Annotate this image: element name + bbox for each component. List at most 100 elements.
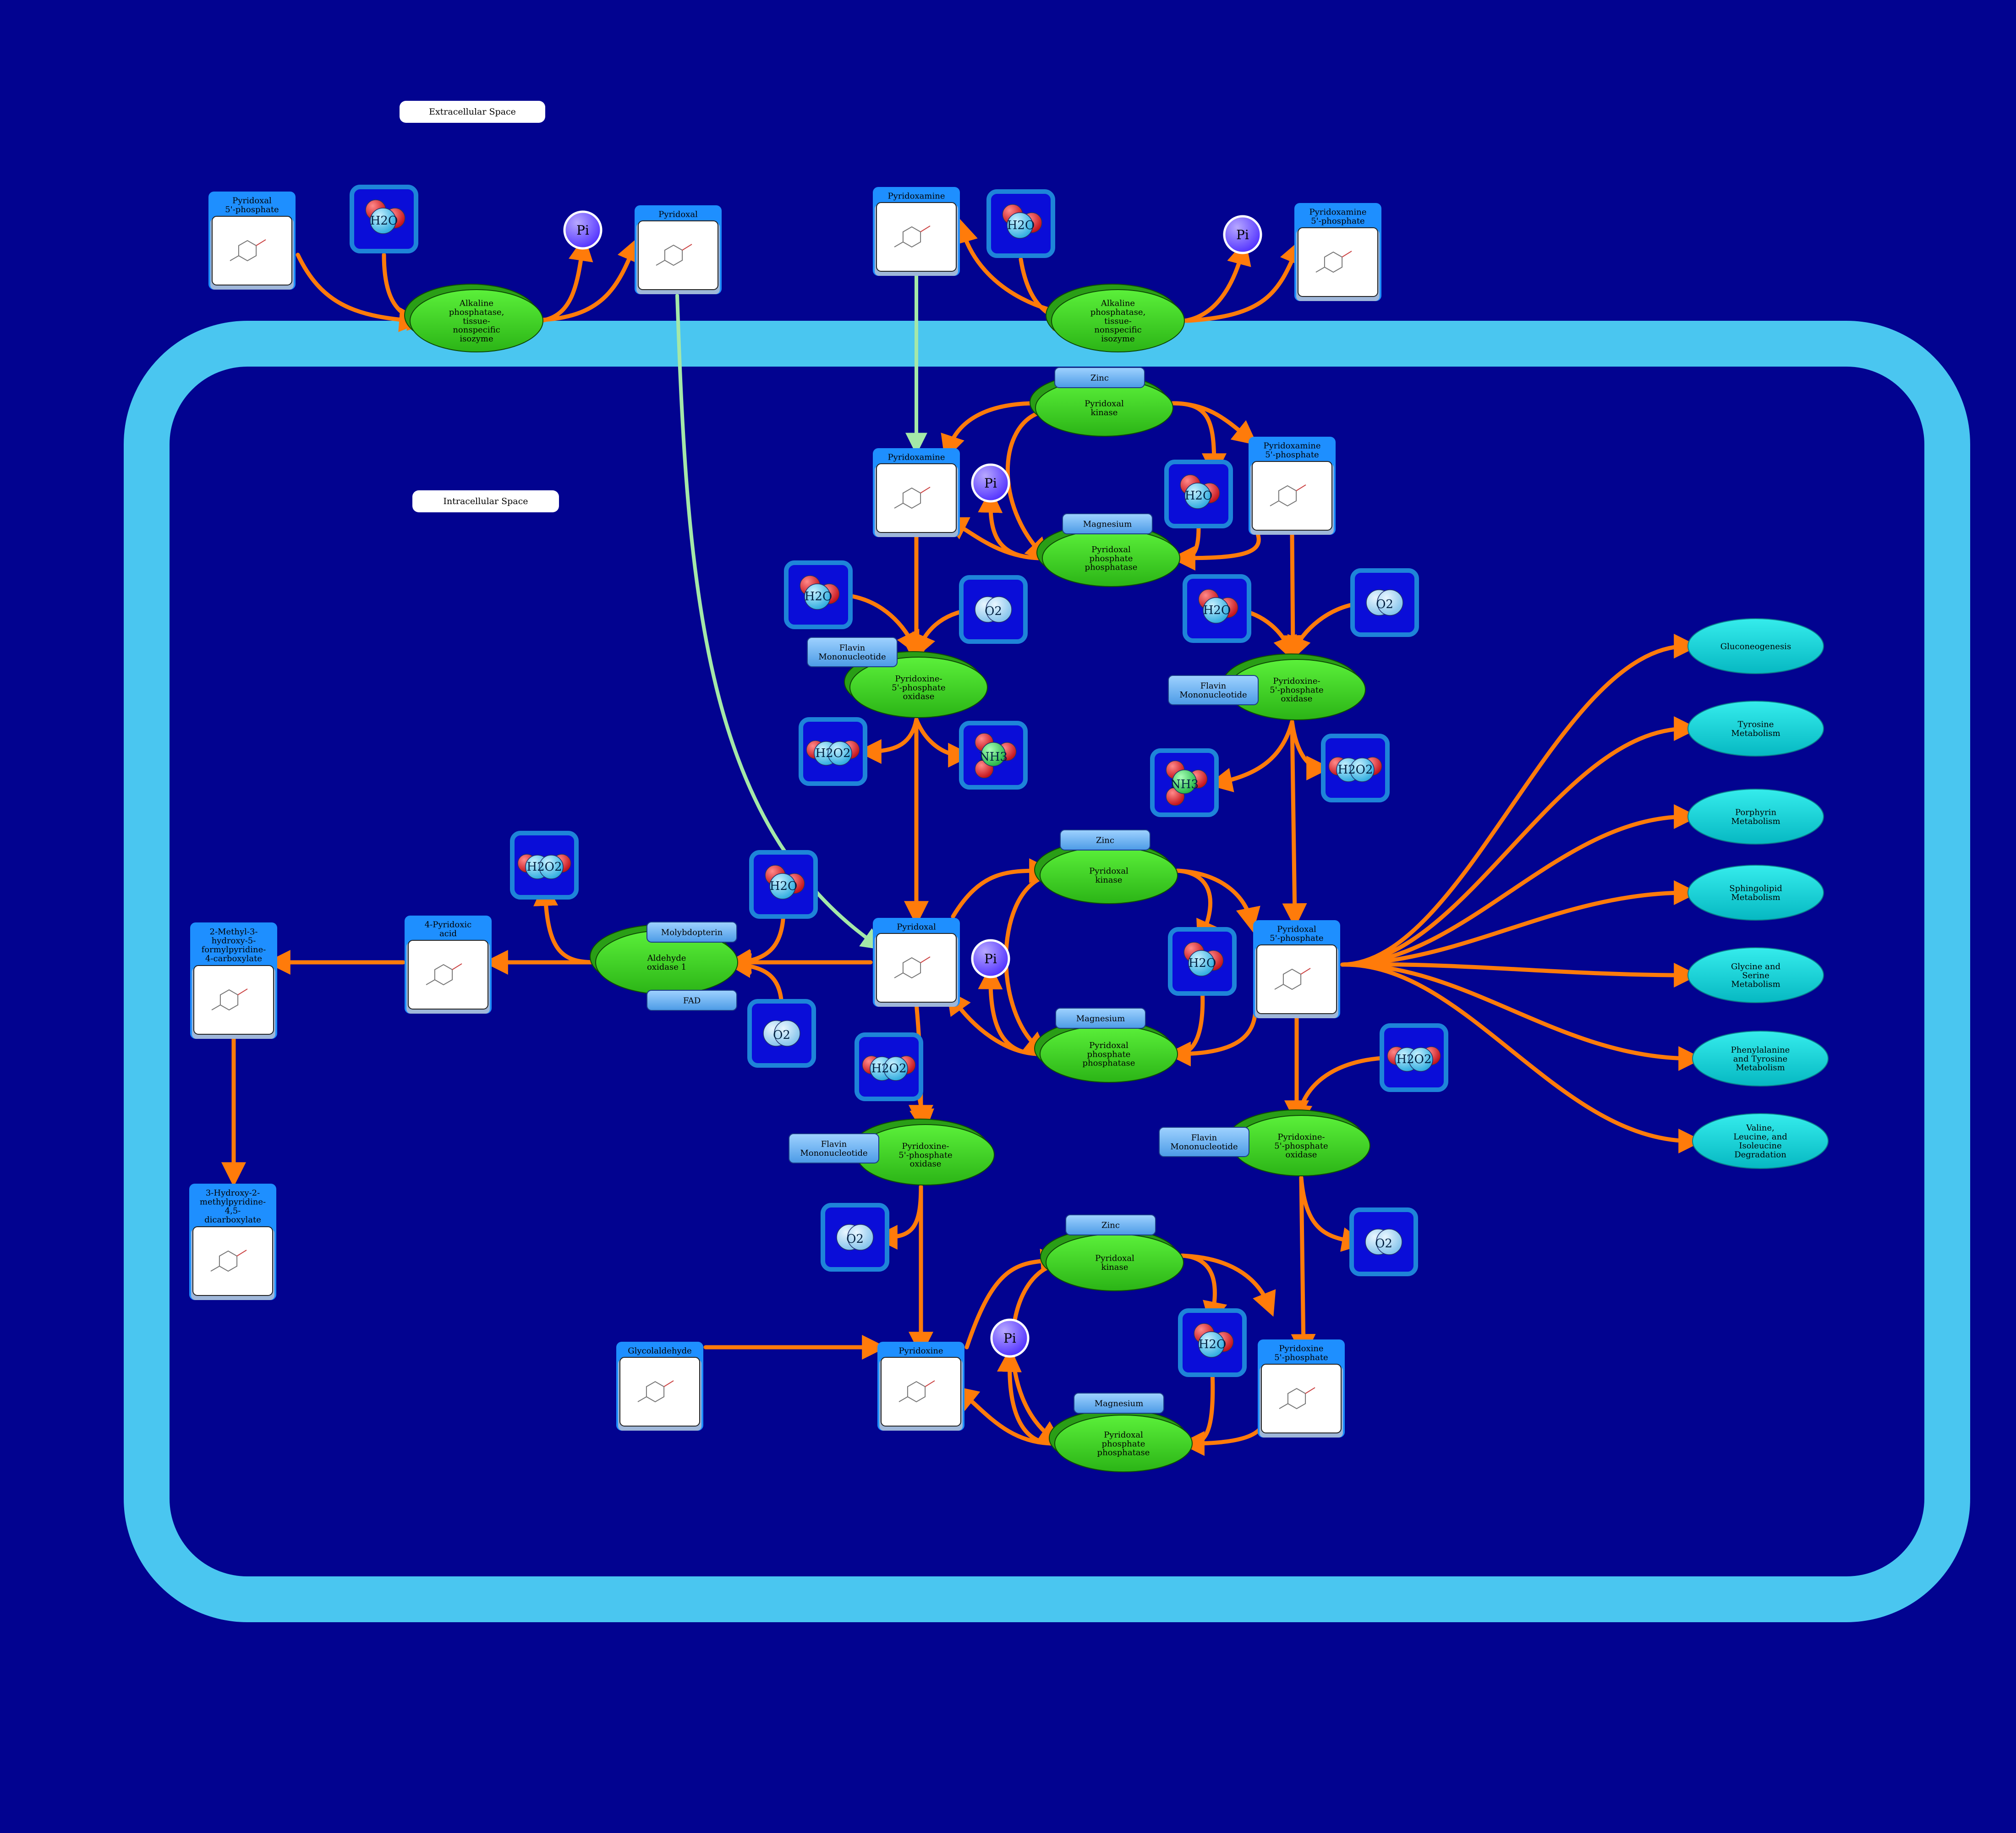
molecule-w2[interactable]: H2O [986,189,1055,258]
phosphate-pi1[interactable]: Pi [563,210,603,250]
cofactor-mg3[interactable]: Magnesium [1074,1393,1164,1414]
phosphate-pi3[interactable]: Pi [971,463,1010,503]
cofactor-mg1[interactable]: Magnesium [1062,513,1153,534]
compound-mhfp[interactable]: 2-Methyl-3-hydroxy-5-formylpyridine-4-ca… [190,922,277,1039]
compound-name: Pyridoxamine [888,191,945,201]
reaction-arrow [964,1248,1066,1350]
molecule-w5[interactable]: H2O [1183,574,1251,643]
molecule-w7[interactable]: H2O [1168,927,1237,996]
pathway-oval [1687,789,1824,845]
compound-name: formylpyridine- [202,945,266,955]
molecule-n2[interactable]: NH3 [1150,748,1219,817]
reaction-arrow [1005,410,1051,563]
compound-glyc[interactable]: Glycolaldehyde [616,1342,703,1431]
enzyme-name: tissue- [463,316,490,326]
compound-pl_int[interactable]: Pyridoxal [873,918,960,1007]
molecule-formula: H2O [805,590,833,604]
atom-icon [1376,1229,1402,1255]
molecule-hp4[interactable]: H2O2 [855,1032,923,1101]
enzyme-name: kinase [1096,875,1123,885]
pathway-arrow [1340,962,1704,1071]
cofactor-name: Flavin [839,643,866,653]
compound-pm_ext[interactable]: Pyridoxamine [873,187,960,276]
compound-pn[interactable]: Pyridoxine [877,1342,964,1431]
compound-pm_int[interactable]: Pyridoxamine [873,448,960,537]
molecule-w3[interactable]: H2O [1164,460,1233,528]
molecule-o3[interactable]: O2 [747,999,816,1068]
cofactor-zinc1[interactable]: Zinc [1054,367,1145,388]
structure-box [881,1357,961,1427]
cofactor-fad[interactable]: FAD [646,990,737,1011]
cofactor-mg2[interactable]: Magnesium [1055,1008,1146,1029]
pathway-name: Glycine and [1731,962,1780,971]
compound-name: Pyridoxal [897,922,936,932]
molecule-o2[interactable]: O2 [1350,568,1419,637]
molecule-w6[interactable]: H2O [749,850,818,919]
molecule-hp2[interactable]: H2O2 [1321,734,1390,802]
phosphate-pi2[interactable]: Pi [1223,215,1262,254]
molecule-o5[interactable]: O2 [1349,1207,1418,1276]
molecule-w4[interactable]: H2O [784,560,853,629]
pathway-name: Sphingolipid [1729,884,1782,894]
enzyme-alp2[interactable]: Alkalinephosphatase,tissue-nonspecificis… [1046,284,1185,352]
molecule-hp5[interactable]: H2O2 [1380,1023,1448,1092]
compound-name: Pyridoxine [1279,1344,1323,1354]
molecule-hp3[interactable]: H2O2 [510,831,579,900]
molecule-w1[interactable]: H2O [350,185,418,253]
atom-icon [1198,1331,1225,1358]
pathway-arrow [1340,962,1704,1153]
phosphate-pi5[interactable]: Pi [990,1318,1030,1358]
reaction-arrow [1170,532,1261,571]
reaction-arrow [533,881,598,965]
molecule-o1[interactable]: O2 [959,575,1028,644]
atom-icon [981,742,1006,767]
molecule-n1[interactable]: NH3 [959,721,1028,790]
reaction-arrow [1171,401,1258,445]
structure-bond [920,956,931,963]
pathway-arrow [1340,880,1699,967]
reaction-arrow [1166,985,1205,1066]
reaction-arrow [538,236,593,323]
phosphate-pi4[interactable]: Pi [971,939,1010,978]
compound-hmpd[interactable]: 3-Hydroxy-2-methylpyridine-4,5-dicarboxy… [189,1184,276,1300]
molecule-formula: O2 [1376,598,1393,611]
cofactor-moly[interactable]: Molybdopterin [646,922,737,943]
structure-bond [925,1380,935,1387]
cofactor-zinc3[interactable]: Zinc [1065,1214,1156,1235]
pathway-node-0[interactable]: Gluconeogenesis [1687,618,1824,674]
enzyme-alp1[interactable]: Alkalinephosphatase,tissue-nonspecificis… [404,284,543,352]
molecule-w8[interactable]: H2O [1178,1308,1247,1377]
phosphate-icon [1223,215,1262,254]
reaction-arrow [1004,875,1049,1057]
molecule-hp1[interactable]: H2O2 [799,717,867,786]
molecule-o4[interactable]: O2 [821,1203,889,1272]
cofactor-zinc2[interactable]: Zinc [1060,829,1150,851]
cofactor-badge [1055,1008,1146,1029]
compound-pl_ext[interactable]: Pyridoxal [635,205,722,294]
